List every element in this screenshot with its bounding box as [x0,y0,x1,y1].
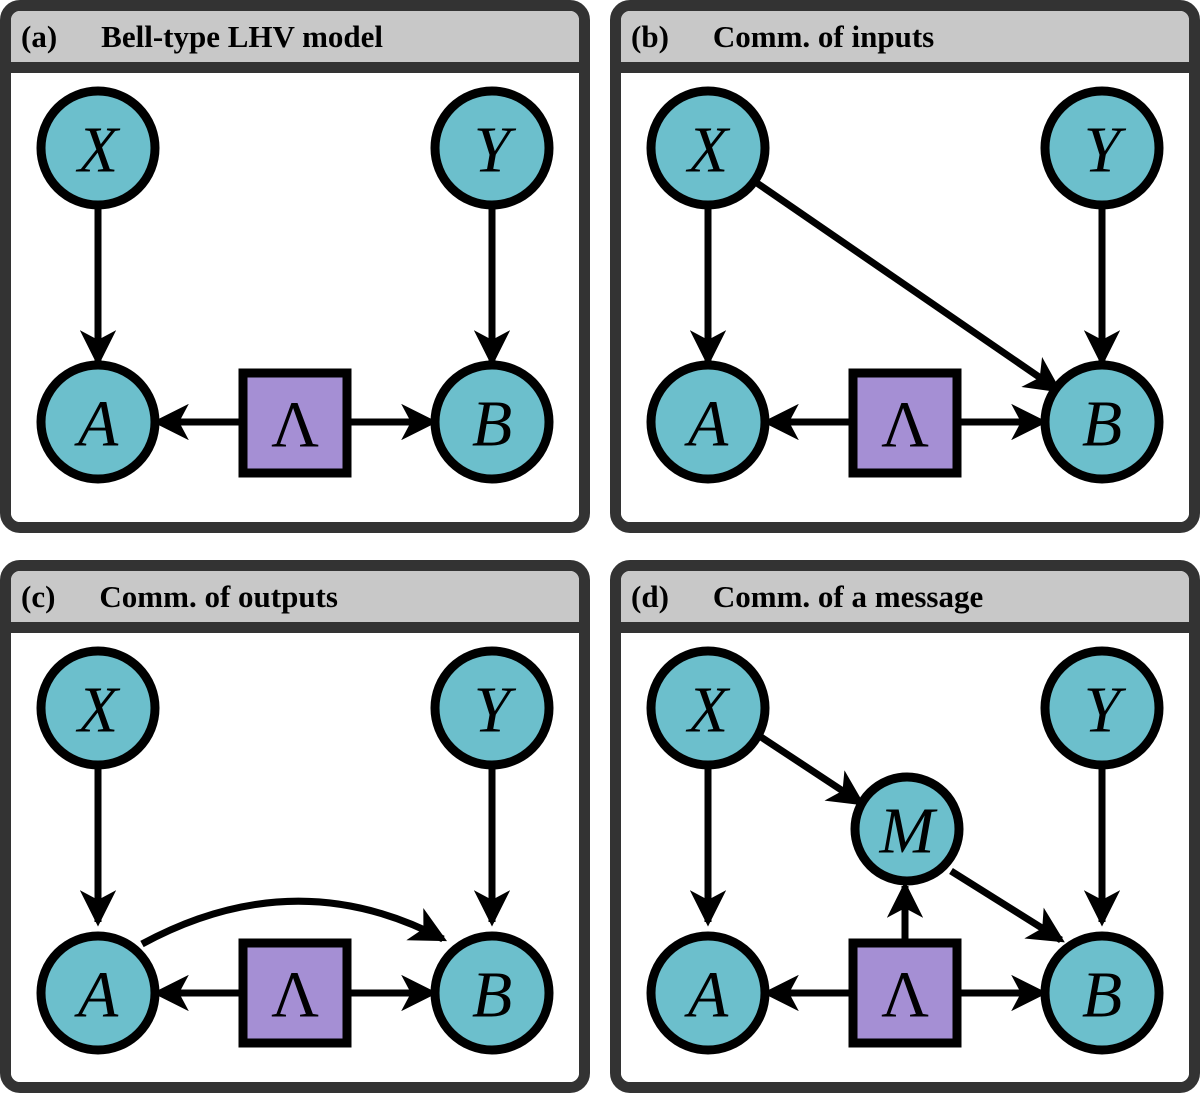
node-y: Y [430,646,554,770]
panel-b: (b) Comm. of inputs Λ [610,0,1200,533]
node-lambda-label: Λ [881,959,929,1032]
node-y-label: Y [474,114,517,187]
panel-c-tag: (c) [21,579,56,614]
panel-a-header: (a) Bell-type LHV model [11,11,579,73]
edge-x-to-m-diagonal [756,732,865,806]
edge-m-to-b-diagonal [949,868,1065,943]
node-x-label: X [75,674,121,747]
node-b: B [1040,360,1164,484]
node-lambda: Λ [848,938,962,1048]
node-b-label: B [472,959,512,1032]
panel-d-graph: Λ M X Y A [621,633,1189,1082]
edge-a-to-b-curved [140,897,448,948]
node-b-label: B [472,388,512,461]
node-a: A [646,931,770,1055]
node-y-label: Y [1084,114,1127,187]
panel-d: (d) Comm. of a message Λ [610,560,1200,1093]
node-y: Y [1040,646,1164,770]
node-lambda-label: Λ [271,959,319,1032]
panel-b-graph: Λ X Y A B [621,73,1189,522]
node-y-label: Y [1084,674,1127,747]
node-b: B [430,360,554,484]
node-a: A [646,360,770,484]
node-y-label: Y [474,674,517,747]
node-lambda: Λ [238,368,352,478]
panel-d-tag: (d) [631,579,669,614]
node-lambda: Λ [238,938,352,1048]
node-a-label: A [74,959,119,1032]
node-m: M [850,772,964,886]
panel-d-title: Comm. of a message [712,579,984,614]
node-a: A [36,360,160,484]
node-lambda: Λ [848,368,962,478]
node-b: B [430,931,554,1055]
node-b-label: B [1082,388,1122,461]
panel-c-title: Comm. of outputs [99,579,338,614]
node-m-label: M [879,795,939,868]
node-x-label: X [685,114,731,187]
panel-c-header: (c) Comm. of outputs [11,571,579,633]
panel-b-tag: (b) [631,19,669,54]
node-lambda-label: Λ [271,389,319,462]
node-x: X [36,86,160,210]
node-x-label: X [75,114,121,187]
node-b-label: B [1082,959,1122,1032]
node-x: X [646,86,770,210]
node-x: X [646,646,770,770]
edge-x-to-b-diagonal [752,178,1062,393]
panel-b-title: Comm. of inputs [712,19,935,54]
node-a-label: A [684,959,729,1032]
node-y: Y [1040,86,1164,210]
node-a-label: A [74,388,119,461]
node-x: X [36,646,160,770]
panel-a: (a) Bell-type LHV model Λ [0,0,590,533]
panel-a-title: Bell-type LHV model [101,19,384,54]
panel-a-tag: (a) [21,19,58,54]
panel-c: (c) Comm. of outputs Λ [0,560,590,1093]
panel-b-header: (b) Comm. of inputs [621,11,1189,73]
node-y: Y [430,86,554,210]
panel-a-graph: Λ X Y A B [11,73,579,522]
node-a: A [36,931,160,1055]
panel-c-graph: Λ X Y A B [11,633,579,1082]
node-a-label: A [684,388,729,461]
node-lambda-label: Λ [881,389,929,462]
node-b: B [1040,931,1164,1055]
panel-d-header: (d) Comm. of a message [621,571,1189,633]
node-x-label: X [685,674,731,747]
